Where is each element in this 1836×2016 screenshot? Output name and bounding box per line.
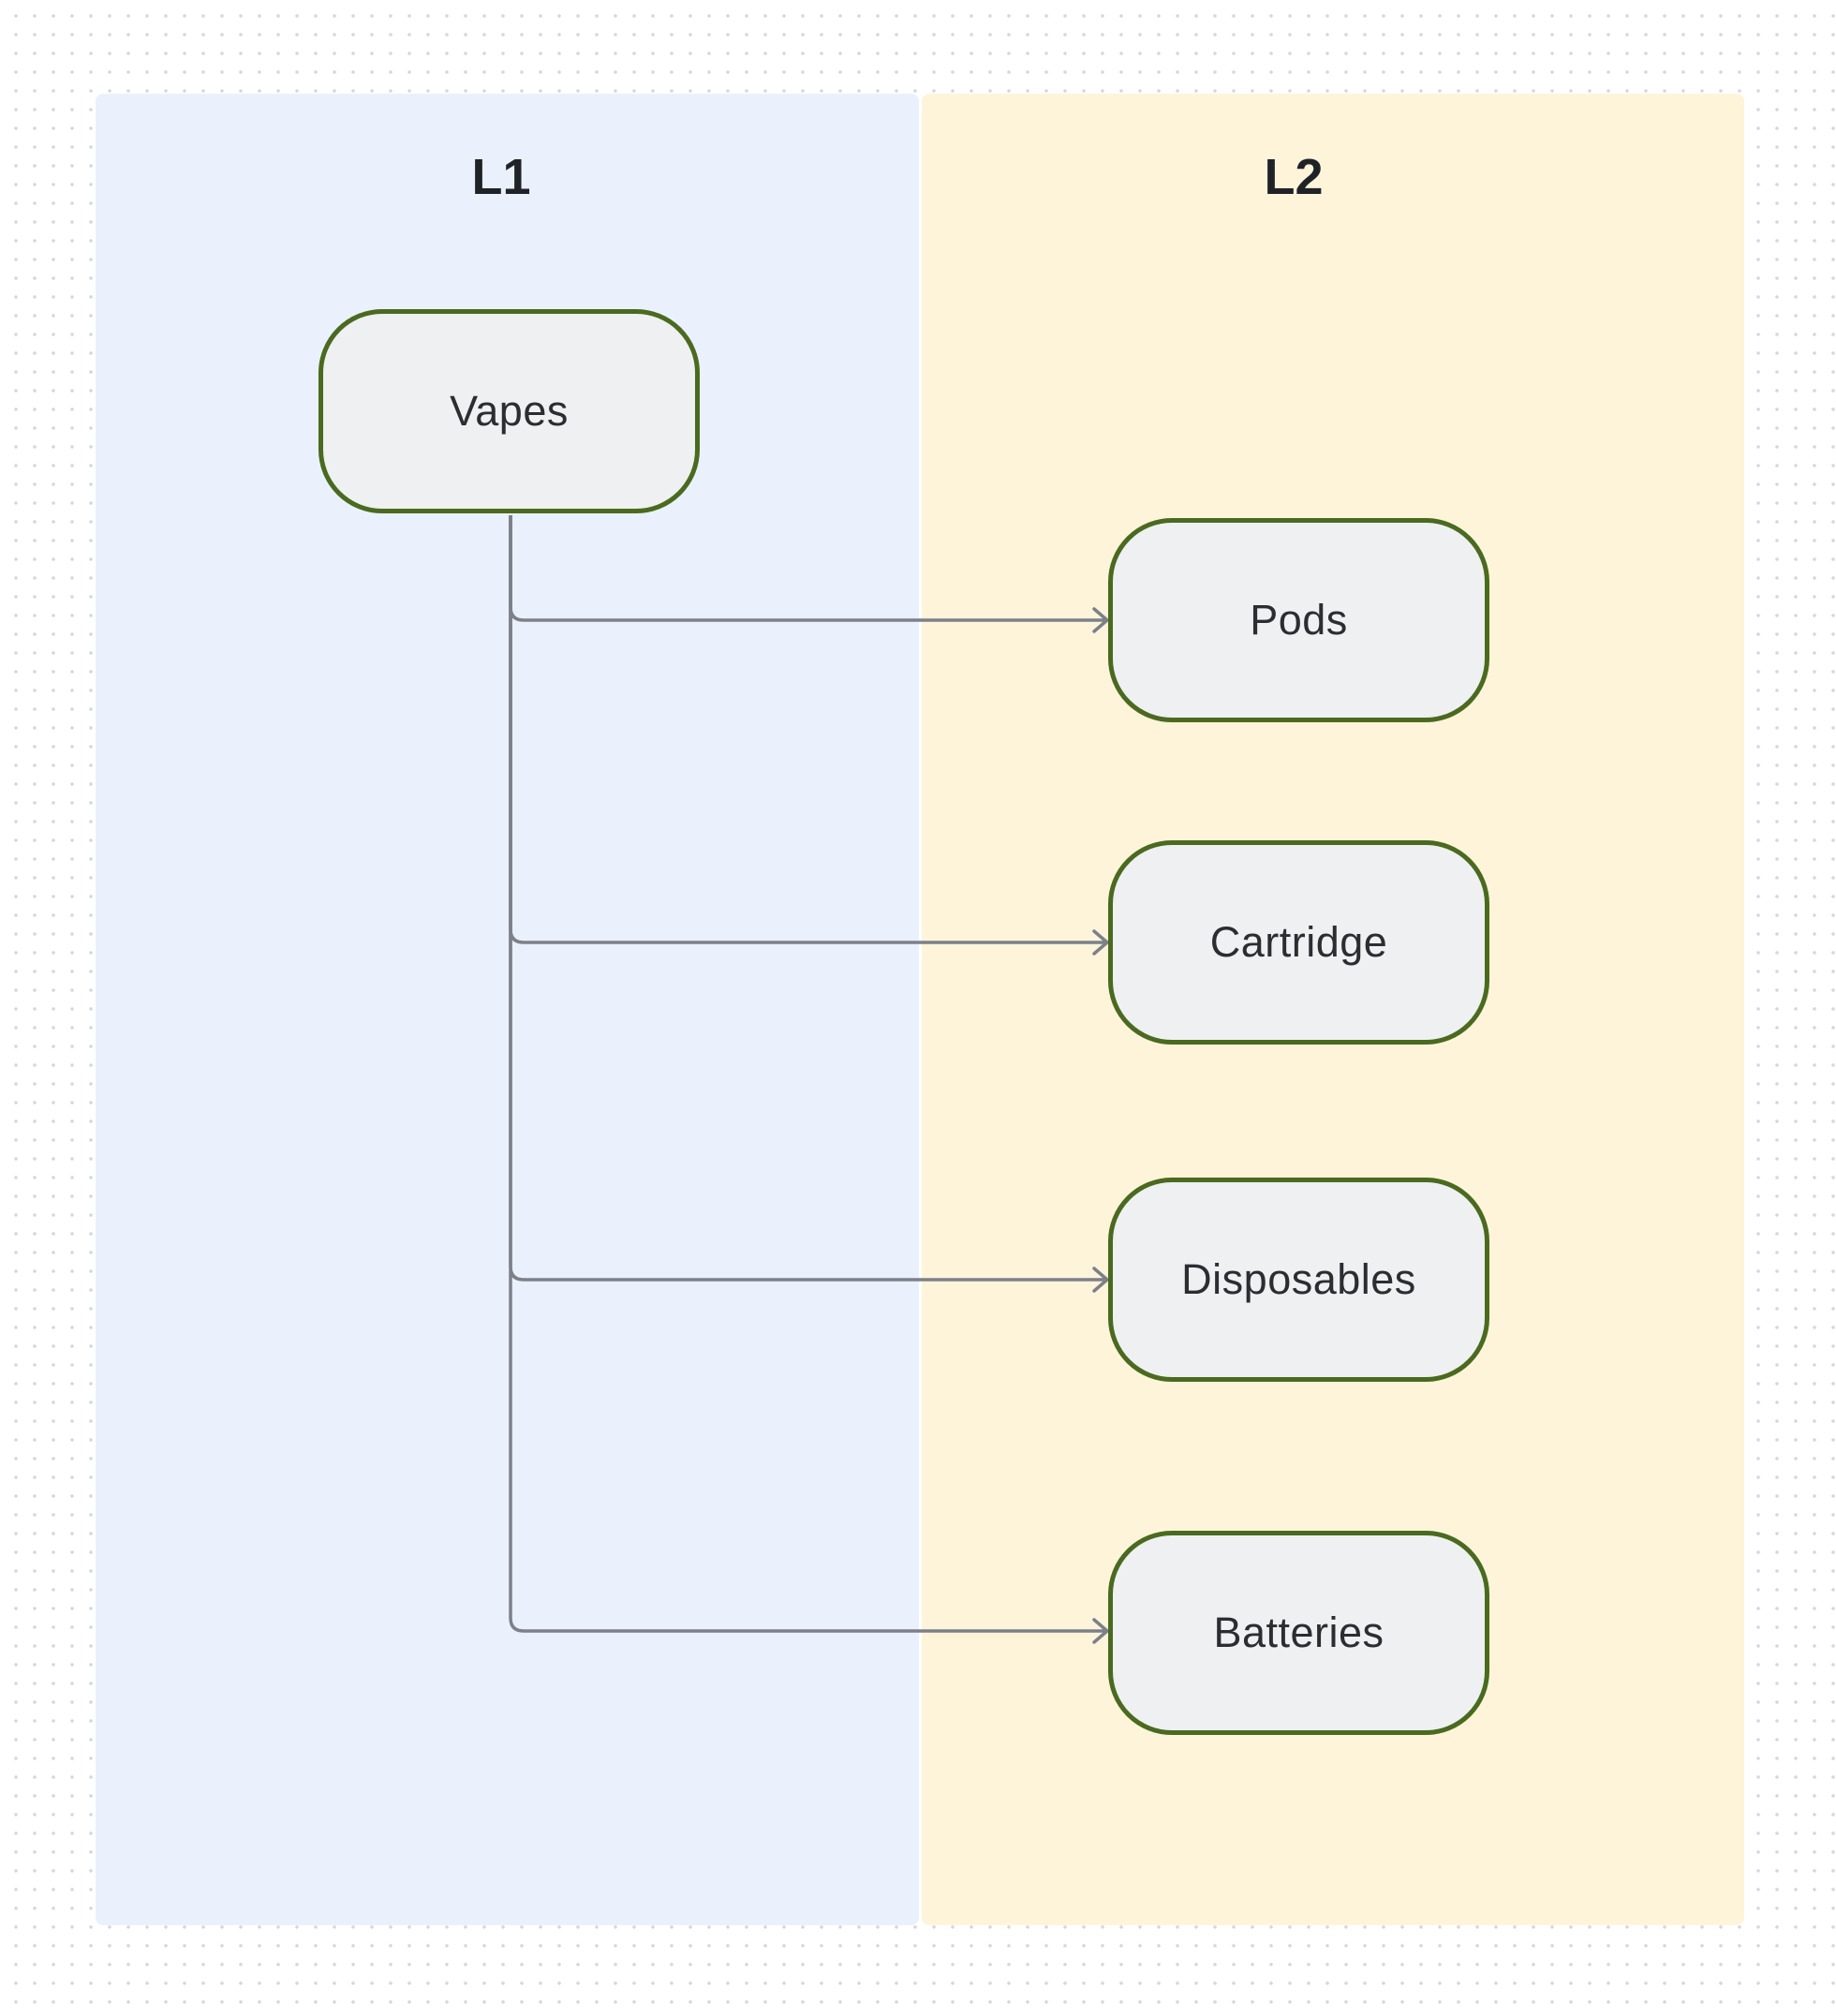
node-cartridge[interactable]: Cartridge: [1108, 840, 1489, 1045]
connector-vapes-pods[interactable]: [509, 515, 1105, 622]
node-disposables[interactable]: Disposables: [1108, 1178, 1489, 1382]
lane-title-l2: L2: [1264, 149, 1324, 205]
arrowhead-pods: [1092, 607, 1110, 633]
arrowhead-batteries: [1092, 1618, 1110, 1644]
node-batteries[interactable]: Batteries: [1108, 1531, 1489, 1735]
node-pods[interactable]: Pods: [1108, 518, 1489, 722]
connector-vapes-batteries[interactable]: [509, 515, 1105, 1633]
arrowhead-cartridge: [1092, 929, 1110, 956]
lane-title-l1: L1: [471, 149, 531, 205]
node-vapes[interactable]: Vapes: [318, 309, 700, 513]
connector-vapes-cartridge[interactable]: [509, 515, 1105, 944]
connector-vapes-disposables[interactable]: [509, 515, 1105, 1282]
arrowhead-disposables: [1092, 1267, 1110, 1293]
